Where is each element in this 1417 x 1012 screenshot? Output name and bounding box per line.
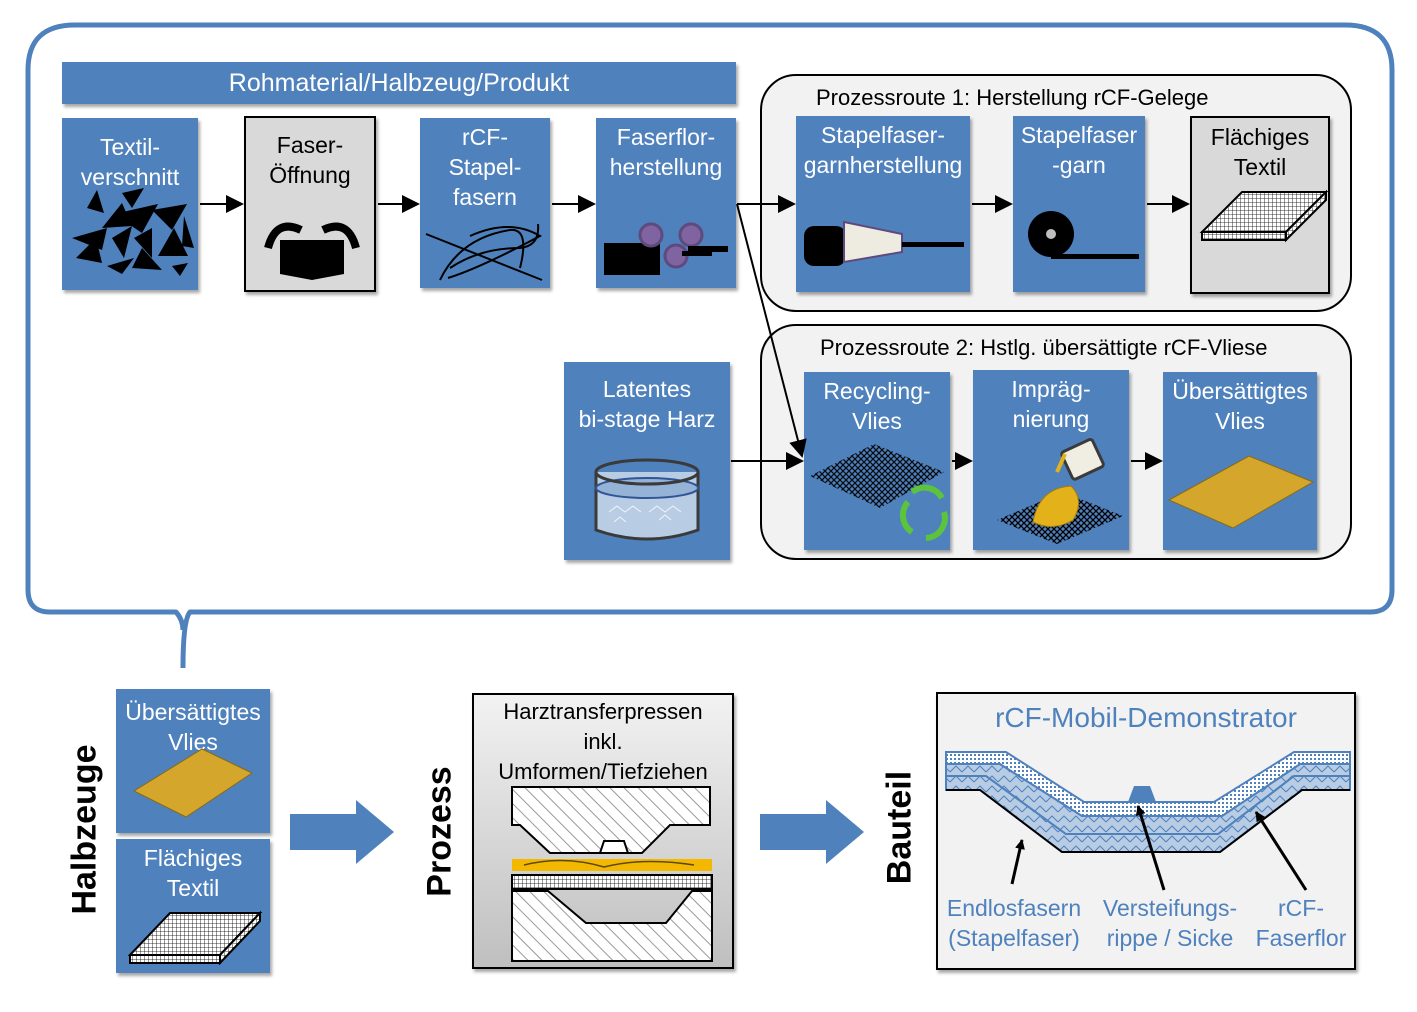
box-rcf-stapelfasern: rCF- Stapel- fasern [420, 118, 550, 288]
box-label: Faser- Öffnung [269, 132, 351, 188]
box-label: rCF- Stapel- fasern [448, 124, 522, 210]
box-stapelfasergarnherstellung: Stapelfaser- garnherstellung [796, 116, 970, 292]
box-flaechiges-textil-route1: Flächiges Textil [1190, 116, 1330, 294]
box-label: Übersättigtes Vlies [1172, 378, 1308, 434]
halbzeug-flaechiges-textil: Flächiges Textil [116, 839, 270, 973]
component-box: rCF-Mobil-Demonstrator [936, 692, 1356, 970]
component-cross-section [945, 751, 1351, 891]
box-recycling-vlies: Recycling- Vlies [804, 372, 950, 550]
textile-scraps-icon [72, 188, 194, 276]
annotation-versteifungsrippe: Versteifungs- rippe / Sicke [1102, 895, 1238, 951]
big-arrow-1 [290, 800, 394, 864]
header-title: Rohmaterial/Halbzeug/Produkt [228, 69, 570, 97]
carding-rollers-icon [604, 222, 728, 275]
arrow-5 [736, 203, 807, 458]
box-label: Latentes bi-stage Harz [578, 376, 716, 432]
yarn-spool-icon [1028, 211, 1139, 259]
big-arrow-2 [760, 800, 864, 864]
annotation-endlosfasern: Endlosfasern (Stapelfaser) [946, 895, 1082, 951]
box-label: Stapelfaser -garn [1020, 122, 1138, 178]
box-faserflorherstellung: Faserflor- herstellung [596, 118, 736, 288]
route-1-title: Prozessroute 1: Herstellung rCF-Gelege [816, 85, 1209, 110]
box-label: Flächiges Textil [143, 845, 243, 901]
box-label: Faserflor- herstellung [609, 124, 723, 180]
process-label: Harztransferpressen inkl. Umformen/Tiefz… [498, 699, 708, 784]
press-tool-icon [511, 786, 713, 962]
component-title: rCF-Mobil-Demonstrator [995, 702, 1297, 733]
recycle-icon [899, 484, 948, 541]
box-stapelfasergarn: Stapelfaser -garn [1013, 116, 1145, 292]
flat-textile-icon [1199, 189, 1329, 243]
box-label: Recycling- Vlies [823, 378, 931, 434]
header-banner: Rohmaterial/Halbzeug/Produkt [62, 62, 736, 104]
box-uebersaettigtes-vlies-route2: Übersättigtes Vlies [1163, 372, 1317, 550]
side-label-bauteil: Bauteil [880, 770, 919, 885]
process-box: Harztransferpressen inkl. Umformen/Tiefz… [472, 693, 734, 969]
halbzeug-uebersaettigtes-vlies: Übersättigtes Vlies [116, 689, 270, 833]
box-label: Stapelfaser- garnherstellung [803, 122, 963, 178]
box-label: Übersättigtes Vlies [125, 699, 261, 755]
side-label-prozess: Prozess [420, 766, 459, 897]
box-label: Textil- verschnitt [80, 134, 180, 190]
prepreg-nonwoven-icon [1167, 455, 1315, 529]
prepreg-nonwoven-icon [132, 748, 254, 818]
annotation-rcf-faserflor: rCF- Faserflor [1255, 895, 1347, 951]
box-label: Flächiges Textil [1210, 124, 1310, 180]
route-2-title: Prozessroute 2: Hstlg. übersättigte rCF-… [820, 335, 1268, 360]
box-faser-oeffnung: Faser- Öffnung [244, 116, 376, 292]
yarn-spinning-icon [804, 220, 964, 266]
box-label: Impräg- nierung [1011, 376, 1091, 432]
side-label-halbzeuge: Halbzeuge [65, 744, 104, 915]
box-textilverschnitt: Textil- verschnitt [62, 118, 198, 290]
recycling-nonwoven-icon [810, 444, 948, 541]
fiber-opening-icon [264, 222, 360, 280]
resin-bath-icon [594, 458, 700, 541]
box-impraegnierung: Impräg- nierung [973, 370, 1129, 550]
staple-fibers-icon [425, 223, 543, 281]
flat-textile-icon [127, 910, 263, 966]
box-latentes-harz: Latentes bi-stage Harz [564, 362, 730, 560]
impregnation-icon [997, 438, 1123, 544]
